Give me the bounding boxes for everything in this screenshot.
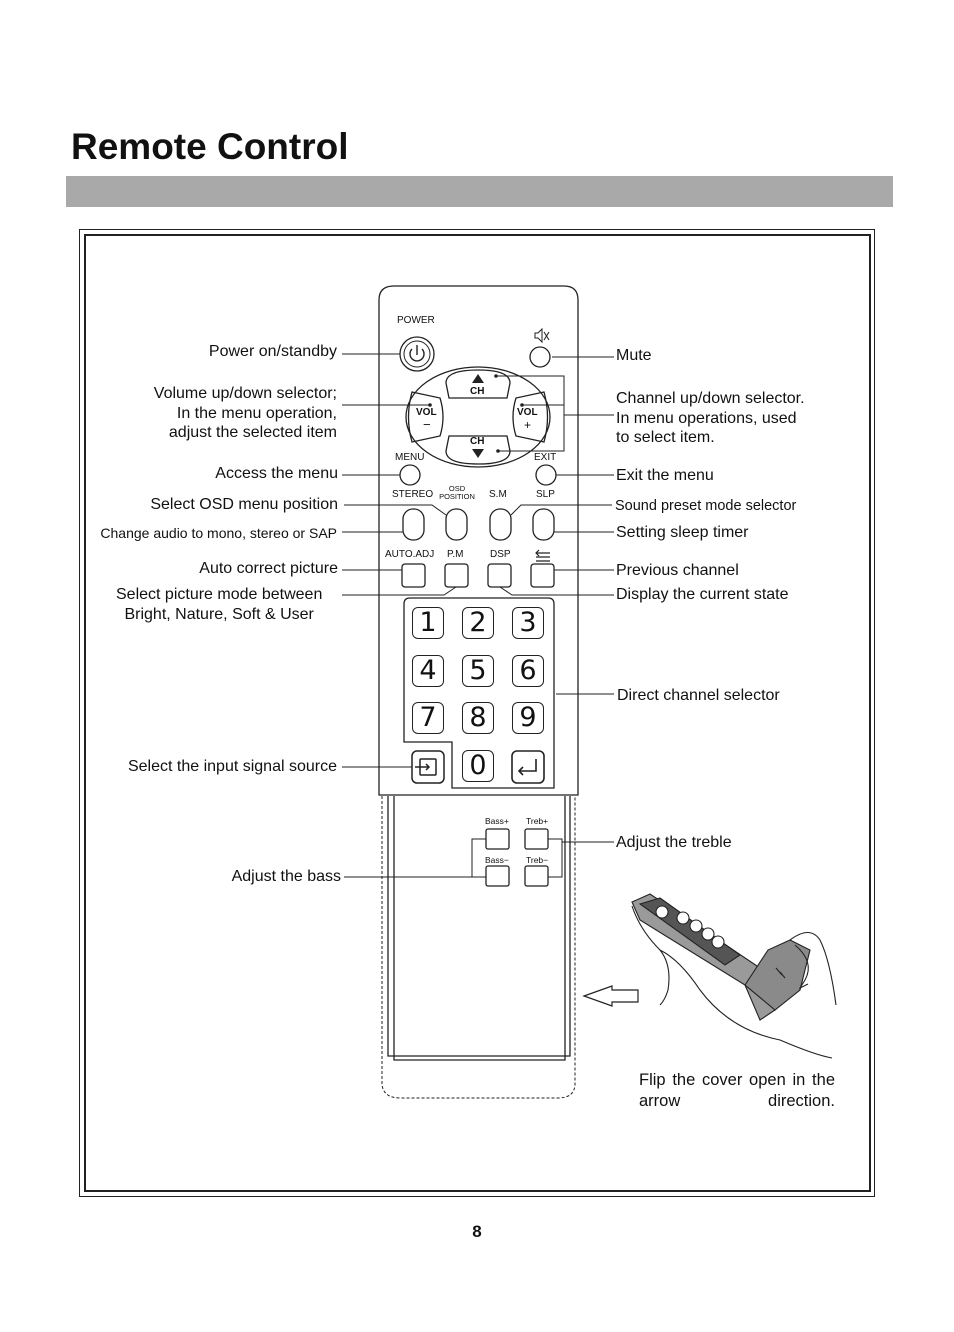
osd-position-button-label: OSD POSITION	[439, 485, 475, 501]
pm-button-label: P.M	[447, 549, 464, 560]
vol-down-label: VOL	[416, 407, 437, 418]
callout-osd: Select OSD menu position	[150, 496, 338, 513]
treb-minus-label: Treb−	[526, 855, 549, 865]
callout-mute: Mute	[616, 347, 652, 364]
power-button[interactable]	[400, 337, 434, 371]
callout-previous: Previous channel	[616, 562, 739, 579]
bass-minus-button[interactable]	[486, 866, 509, 886]
osd-position-button[interactable]	[446, 509, 467, 540]
digit-3-button[interactable]: 3	[512, 607, 544, 639]
exit-button[interactable]	[536, 465, 556, 485]
sm-button-label: S.M	[489, 489, 507, 500]
pm-button[interactable]	[445, 564, 468, 587]
digit-9-button[interactable]: 9	[512, 702, 544, 734]
ch-down-button[interactable]	[446, 436, 510, 464]
callout-input: Select the input signal source	[127, 758, 337, 775]
digit-0-button[interactable]: 0	[462, 750, 494, 782]
callout-menu: Access the menu	[215, 465, 338, 482]
digit-7-button[interactable]: 7	[412, 702, 444, 734]
stereo-button[interactable]	[403, 509, 424, 540]
callout-channel: Channel up/down selector. In menu operat…	[616, 389, 805, 448]
flip-cover-instruction: Flip the cover open in the arrow directi…	[639, 1071, 835, 1110]
ch-down-label: CH	[470, 436, 485, 447]
callout-power: Power on/standby	[208, 343, 337, 360]
callout-stereo: Change audio to mono, stereo or SAP	[100, 525, 337, 541]
mute-icon	[534, 327, 550, 344]
digit-2-button[interactable]: 2	[462, 607, 494, 639]
stereo-button-label: STEREO	[392, 489, 434, 500]
mute-button[interactable]	[530, 347, 550, 367]
minus-symbol: −	[423, 417, 431, 432]
vol-up-label: VOL	[517, 407, 538, 418]
bass-minus-label: Bass−	[485, 855, 509, 865]
vol-down-button[interactable]	[408, 394, 442, 440]
slp-button[interactable]	[533, 509, 554, 540]
digit-8-button[interactable]: 8	[462, 702, 494, 734]
osd-label-line1: OSD	[448, 484, 466, 493]
page-number: 8	[472, 1222, 482, 1241]
dsp-button-label: DSP	[490, 549, 511, 560]
ch-up-button[interactable]	[446, 370, 510, 398]
arrow-left-icon	[582, 985, 639, 1007]
exit-button-label: EXIT	[534, 452, 557, 463]
callout-volume: Volume up/down selector; In the menu ope…	[154, 384, 337, 443]
enter-icon	[511, 750, 545, 784]
dsp-button[interactable]	[488, 564, 511, 587]
callout-exit: Exit the menu	[616, 467, 714, 484]
callout-treble: Adjust the treble	[616, 834, 732, 851]
callout-volume-line2: In the menu operation,	[176, 404, 337, 422]
power-icon	[409, 345, 425, 362]
callout-auto: Auto correct picture	[199, 560, 338, 577]
figure-frame-inner	[84, 234, 871, 1192]
callout-pm-line1: Select picture mode between	[116, 586, 323, 603]
ch-up-label: CH	[470, 386, 485, 397]
previous-channel-button[interactable]	[531, 564, 554, 587]
digit-4-button[interactable]: 4	[412, 655, 444, 687]
treb-minus-button[interactable]	[525, 866, 548, 886]
treb-plus-label: Treb+	[526, 816, 549, 826]
callout-picture-mode: Select picture mode between Bright, Natu…	[116, 585, 322, 624]
previous-channel-icon	[535, 549, 550, 562]
bass-plus-button[interactable]	[486, 829, 509, 849]
callout-channel-line3: to select item.	[616, 429, 715, 446]
input-source-button[interactable]	[412, 751, 444, 783]
callout-pm-line2: Bright, Nature, Soft & User	[124, 605, 314, 623]
sm-button[interactable]	[490, 509, 511, 540]
osd-label-line2: POSITION	[439, 492, 475, 501]
vol-up-button[interactable]	[514, 394, 548, 440]
callout-direct: Direct channel selector	[617, 687, 780, 704]
callout-volume-line3: adjust the selected item	[168, 424, 337, 441]
callout-channel-line2: In menu operations, used	[616, 409, 797, 427]
hand-holding-remote-illustration	[631, 893, 837, 1059]
menu-button-label: MENU	[395, 452, 425, 463]
digit-1-button[interactable]: 1	[412, 607, 444, 639]
input-source-icon	[411, 750, 445, 784]
plus-symbol: +	[524, 418, 532, 432]
header-band	[66, 176, 893, 207]
digit-6-button[interactable]: 6	[512, 655, 544, 687]
figure-frame	[79, 229, 875, 1197]
callout-bass: Adjust the bass	[231, 868, 341, 885]
auto-adj-button-label: AUTO.ADJ	[385, 549, 435, 560]
page-title: Remote Control	[71, 126, 349, 167]
callout-sound-mode: Sound preset mode selector	[615, 498, 797, 514]
callout-sleep: Setting sleep timer	[616, 524, 749, 541]
power-button-label: POWER	[397, 315, 435, 326]
treb-plus-button[interactable]	[525, 829, 548, 849]
enter-button[interactable]	[512, 751, 544, 783]
callout-volume-line1: Volume up/down selector;	[153, 385, 337, 402]
slp-button-label: SLP	[536, 489, 555, 500]
auto-adj-button[interactable]	[402, 564, 425, 587]
callout-display: Display the current state	[616, 586, 789, 603]
bass-plus-label: Bass+	[485, 816, 509, 826]
callout-channel-line1: Channel up/down selector.	[616, 390, 805, 407]
digit-5-button[interactable]: 5	[462, 655, 494, 687]
menu-button[interactable]	[400, 465, 420, 485]
